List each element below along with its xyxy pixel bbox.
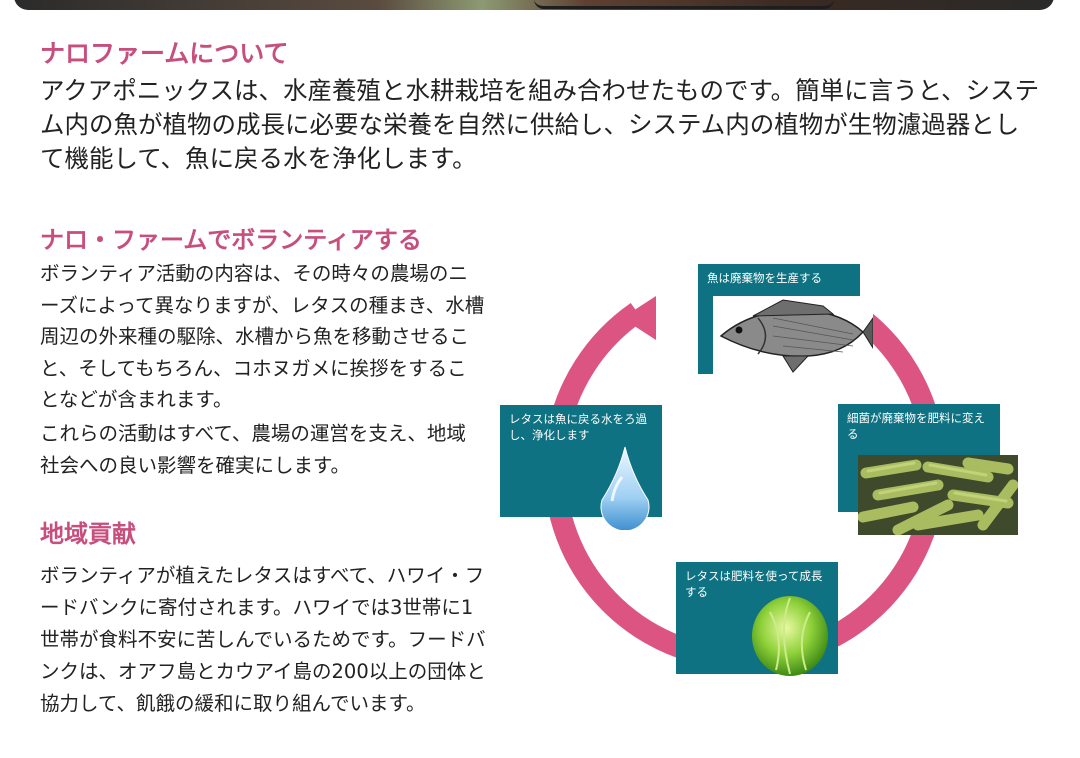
volunteer-heading: ナロ・ファームでボランティアする (40, 226, 422, 254)
water-drop-icon (600, 446, 650, 530)
about-heading: ナロファームについて (40, 39, 289, 68)
fish-illustration (713, 296, 873, 374)
card-water-label: レタスは魚に戻る水をろ過し、浄化します (509, 412, 647, 442)
hero-image (14, 0, 1054, 10)
community-heading: 地域貢献 (40, 520, 136, 548)
about-body: アクアポニックスは、水産養殖と水耕栽培を組み合わせたものです。簡単に言うと、シス… (40, 76, 1040, 173)
volunteer-paragraph-1: ボランティア活動の内容は、その時々の農場のニーズによって異なりますが、レタスの種… (40, 262, 485, 411)
card-bacteria-label: 細菌が廃棄物を肥料に変える (847, 411, 985, 441)
card-fish-label: 魚は廃棄物を生産する (707, 271, 822, 285)
volunteer-paragraph-2: これらの活動はすべて、農場の運営を支え、地域社会への良い影響を確実にします。 (40, 422, 466, 477)
card-lettuce-label: レタスは肥料を使って成長する (685, 569, 823, 599)
lettuce-image (752, 596, 828, 676)
bacteria-image (858, 455, 1018, 535)
hero-frame (534, 0, 834, 9)
community-body: ボランティアが植えたレタスはすべて、ハワイ・フードバンクに寄付されます。ハワイで… (40, 564, 486, 715)
